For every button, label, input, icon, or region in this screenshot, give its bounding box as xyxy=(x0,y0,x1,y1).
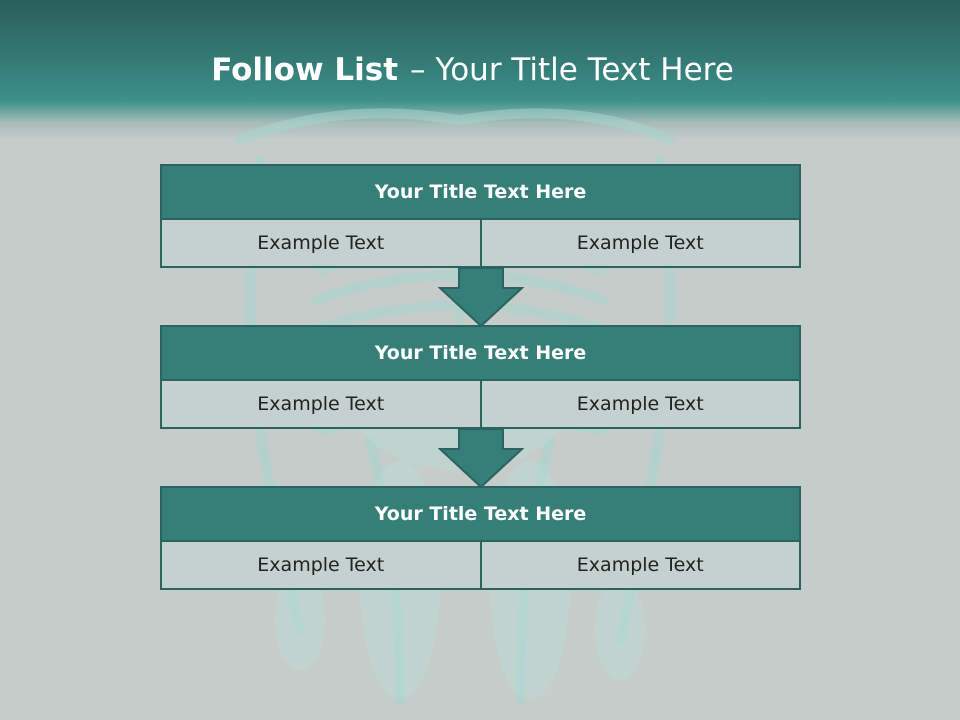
block-cell-left: Example Text xyxy=(160,542,482,590)
block-cell-right: Example Text xyxy=(481,381,801,429)
down-arrow-icon xyxy=(438,268,524,328)
block-row: Example Text Example Text xyxy=(160,542,801,590)
block-cell-right: Example Text xyxy=(481,542,801,590)
block-title: Your Title Text Here xyxy=(160,164,801,220)
block-cell-left: Example Text xyxy=(160,220,482,268)
list-block-3: Your Title Text Here Example Text Exampl… xyxy=(160,486,801,590)
slide-title-rest: – Your Title Text Here xyxy=(410,52,734,88)
block-row: Example Text Example Text xyxy=(160,381,801,429)
block-row: Example Text Example Text xyxy=(160,220,801,268)
block-cell-right: Example Text xyxy=(481,220,801,268)
down-arrow-icon xyxy=(438,429,524,489)
block-title: Your Title Text Here xyxy=(160,325,801,381)
block-cell-left: Example Text xyxy=(160,381,482,429)
slide-title-bold: Follow List xyxy=(211,52,399,88)
slide-title: Follow List – Your Title Text Here xyxy=(0,52,945,88)
list-block-1: Your Title Text Here Example Text Exampl… xyxy=(160,164,801,268)
list-block-2: Your Title Text Here Example Text Exampl… xyxy=(160,325,801,429)
block-title: Your Title Text Here xyxy=(160,486,801,542)
